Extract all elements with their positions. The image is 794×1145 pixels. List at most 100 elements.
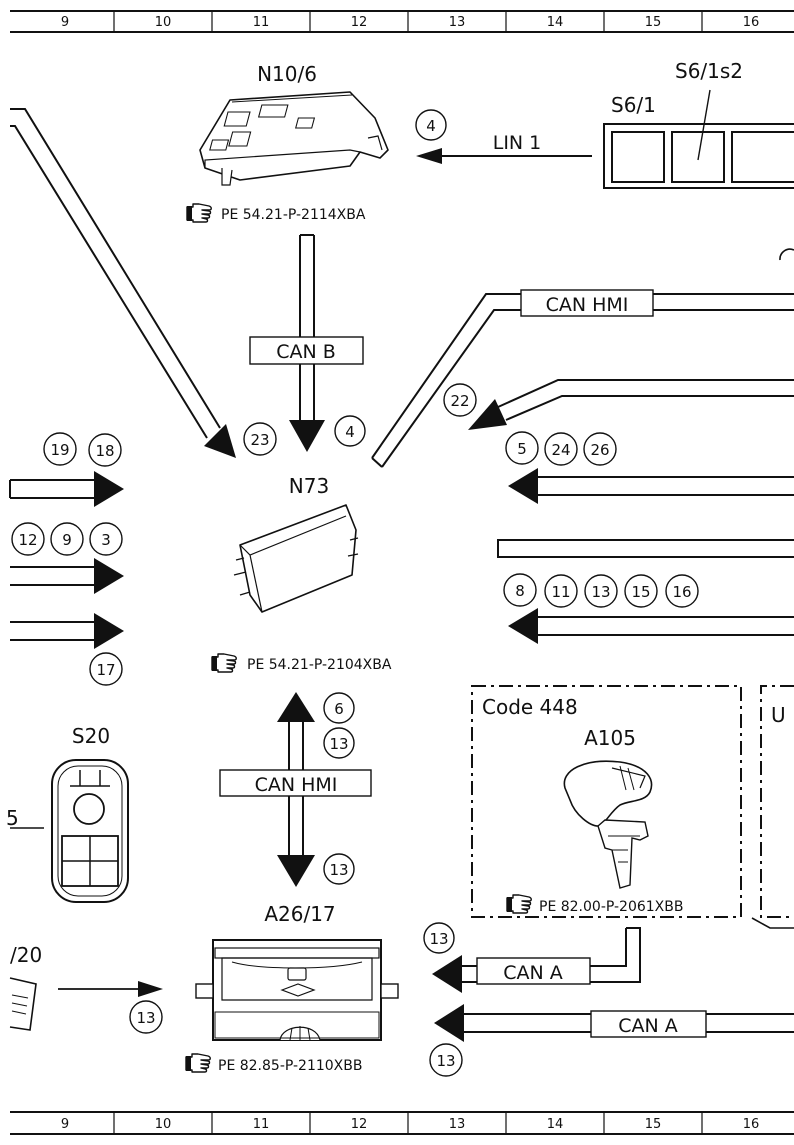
callout-4-canb: 4 — [334, 415, 366, 447]
pointing-hand-icon — [506, 894, 532, 914]
callout-5: 5 — [505, 431, 539, 465]
partial-left-label: /20 — [10, 943, 42, 967]
can-hmi-top-label: CAN HMI — [546, 294, 629, 316]
grid-col-16-bottom: 16 — [743, 1117, 760, 1132]
lin1-label: LIN 1 — [493, 132, 542, 154]
right-diagonal-link — [468, 248, 794, 430]
can-hmi-top-link: CAN HMI — [371, 289, 794, 468]
n10-6-icon — [199, 91, 389, 181]
can-b-label: CAN B — [276, 341, 336, 363]
n73-reference[interactable]: PE 54.21-P-2104XBA — [211, 653, 392, 673]
a26-17-ref-link[interactable]: PE 82.85-P-2110XBB — [218, 1058, 362, 1074]
can-a-lower-label: CAN A — [618, 1015, 678, 1037]
callout-4-lin: 4 — [415, 109, 447, 141]
n10-6-label: N10/6 — [257, 62, 317, 86]
svg-text:13: 13 — [429, 930, 448, 948]
callout-15: 15 — [624, 574, 658, 608]
n10-6-module: N10/6 — [199, 62, 389, 186]
a105-ref-link[interactable]: PE 82.00-P-2061XBB — [539, 899, 683, 915]
callout-18: 18 — [88, 433, 122, 467]
callout-3: 3 — [89, 522, 123, 556]
grid-col-11: 11 — [253, 15, 270, 30]
callout-26: 26 — [583, 432, 617, 466]
pointing-hand-icon — [211, 653, 237, 673]
left-a26-link: /20 — [9, 943, 163, 1031]
partial-right-box: U — [751, 685, 794, 929]
svg-text:4: 4 — [426, 117, 436, 135]
s20-label: S20 — [72, 724, 110, 748]
n73-ref-link[interactable]: PE 54.21-P-2104XBA — [247, 657, 392, 673]
svg-text:11: 11 — [551, 583, 570, 601]
n10-6-ref-link[interactable]: PE 54.21-P-2114XBA — [221, 207, 366, 223]
left-input-arrows — [9, 471, 124, 649]
grid-col-14-bottom: 14 — [547, 1117, 564, 1132]
svg-text:16: 16 — [672, 583, 691, 601]
callout-24: 24 — [544, 432, 578, 466]
can-a-upper-label: CAN A — [503, 962, 563, 984]
svg-text:13: 13 — [436, 1052, 455, 1070]
svg-text:12: 12 — [18, 531, 37, 549]
s6-1-switch-group: S6/1 S6/1s2 — [603, 59, 794, 189]
partial-five-label: 5 — [6, 806, 19, 830]
callout-8: 8 — [503, 573, 537, 607]
grid-col-15: 15 — [645, 15, 662, 30]
a26-17-reference[interactable]: PE 82.85-P-2110XBB — [185, 1053, 362, 1074]
can-b-link: CAN B — [249, 234, 364, 452]
grid-col-9-bottom: 9 — [61, 1117, 69, 1132]
code-448-box: Code 448 A105 — [471, 685, 742, 918]
can-hmi-mid-label: CAN HMI — [255, 774, 338, 796]
callout-11: 11 — [544, 574, 578, 608]
callout-13-d: 13 — [423, 922, 455, 954]
s20-switch: S20 5 — [6, 724, 129, 903]
pointing-hand-icon — [186, 203, 212, 223]
svg-text:8: 8 — [515, 582, 525, 600]
grid-col-10-bottom: 10 — [155, 1117, 172, 1132]
svg-text:15: 15 — [631, 583, 650, 601]
grid-col-16: 16 — [743, 15, 760, 30]
grid-col-13-bottom: 13 — [449, 1117, 466, 1132]
a105-selector-lever-icon — [563, 760, 653, 827]
callout-12: 12 — [11, 522, 45, 556]
svg-text:22: 22 — [450, 392, 469, 410]
callout-13-f: 13 — [429, 1043, 463, 1077]
svg-text:26: 26 — [590, 441, 609, 459]
callout-13-c: 13 — [323, 853, 355, 885]
callout-6: 6 — [323, 692, 355, 724]
s6-1-label: S6/1 — [611, 93, 656, 117]
callout-23: 23 — [243, 422, 277, 456]
grid-col-14: 14 — [547, 15, 564, 30]
can-hmi-mid-box — [219, 769, 372, 797]
top-grid-ruler: 9 10 11 12 13 14 15 16 — [10, 10, 794, 33]
left-diagonal-link — [10, 108, 236, 458]
n10-6-reference[interactable]: PE 54.21-P-2114XBA — [186, 203, 366, 223]
svg-text:13: 13 — [136, 1009, 155, 1027]
can-a-upper-link: CAN A — [432, 927, 641, 993]
svg-text:24: 24 — [551, 441, 570, 459]
callout-17: 17 — [89, 652, 123, 686]
callout-13-a: 13 — [584, 574, 618, 608]
can-a-upper-box — [476, 957, 591, 985]
n73-label: N73 — [289, 474, 329, 498]
grid-col-13: 13 — [449, 15, 466, 30]
callout-22: 22 — [443, 383, 477, 417]
svg-text:4: 4 — [345, 423, 355, 441]
grid-col-12: 12 — [351, 15, 368, 30]
svg-text:19: 19 — [50, 441, 69, 459]
s6-1s2-label: S6/1s2 — [675, 59, 743, 83]
a105-reference[interactable]: PE 82.00-P-2061XBB — [506, 894, 683, 915]
callout-13-e: 13 — [129, 1000, 163, 1034]
svg-text:18: 18 — [95, 442, 114, 460]
a26-17-label: A26/17 — [264, 902, 335, 926]
callout-19: 19 — [43, 432, 77, 466]
callout-13-b: 13 — [323, 727, 355, 759]
svg-text:9: 9 — [62, 531, 72, 549]
n73-module: N73 — [233, 474, 359, 613]
svg-text:23: 23 — [250, 431, 269, 449]
bottom-grid-ruler: 9 10 11 12 13 14 15 16 — [10, 1111, 794, 1135]
code-448-label: Code 448 — [482, 695, 578, 719]
svg-text:5: 5 — [517, 440, 527, 458]
pointing-hand-icon — [185, 1053, 211, 1073]
callout-9: 9 — [50, 522, 84, 556]
a105-label: A105 — [584, 726, 636, 750]
